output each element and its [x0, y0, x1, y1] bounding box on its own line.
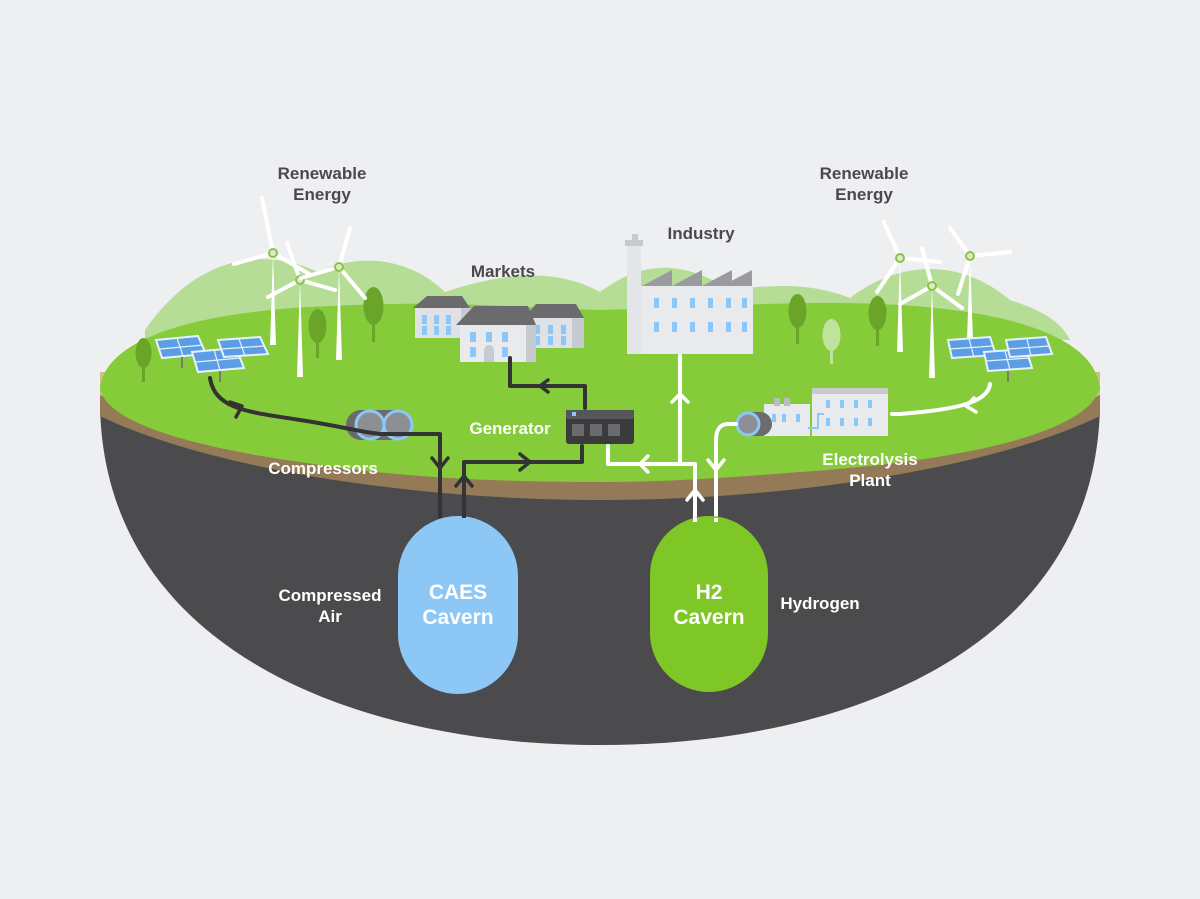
generator-icon: [566, 410, 634, 444]
label-line: Renewable: [819, 164, 909, 183]
house-icon: [456, 306, 536, 362]
renewable-energy-left-label: Renewable Energy: [262, 163, 382, 205]
renewable-energy-right-label: Renewable Energy: [804, 163, 924, 205]
tree-icon: [868, 296, 887, 346]
grass-surface: [100, 302, 1100, 482]
label-line: Electrolysis: [822, 450, 918, 469]
light-flow-arrow-icon: [638, 392, 978, 502]
label-line: H2: [695, 581, 723, 604]
wind-turbine-icon: [948, 226, 1012, 340]
label-line: Plant: [849, 471, 891, 490]
electrolysis-plant-label: Electrolysis Plant: [804, 449, 936, 491]
tree-icon: [308, 309, 327, 358]
h2-cavern: [650, 516, 768, 692]
tree-icon: [822, 319, 841, 364]
h2-cavern-label: H2 Cavern: [650, 580, 768, 630]
wind-turbine-icon: [299, 226, 367, 360]
hydrogen-label: Hydrogen: [780, 594, 860, 613]
industry-label: Industry: [667, 224, 735, 243]
tree-icon: [135, 338, 152, 382]
dark-flow-arrow-icon: [228, 378, 550, 488]
hydrogen-flow: [606, 354, 992, 524]
wind-turbine-icon: [266, 241, 337, 377]
compressor-icon: [735, 411, 772, 437]
tree-icon: [363, 287, 384, 342]
label-line: Cavern: [673, 606, 745, 629]
generator-label: Generator: [469, 419, 551, 438]
caes-cavern-label: CAES Cavern: [398, 580, 518, 630]
factory-icon: [625, 234, 753, 354]
caes-cavern: [398, 516, 518, 694]
label-line: Energy: [835, 185, 893, 204]
markets-label: Markets: [470, 262, 536, 281]
wind-turbine-icon: [232, 196, 313, 345]
label-line: CAES: [428, 581, 488, 604]
wind-turbine-icon: [898, 246, 964, 378]
compressed-air-label: Compressed Air: [262, 585, 398, 627]
compressors-label: Compressors: [268, 459, 378, 478]
label-line: Air: [318, 607, 342, 626]
solar-panel-icon: [216, 335, 270, 359]
electrolysis-plant-icon: [764, 388, 888, 436]
label-line: Energy: [293, 185, 351, 204]
label-line: Cavern: [422, 606, 494, 629]
label-line: Renewable: [277, 164, 367, 183]
tree-icon: [788, 294, 807, 344]
solar-panel-icon: [1004, 335, 1054, 359]
label-line: Compressed: [278, 586, 382, 605]
underground-dome: [100, 400, 1100, 745]
